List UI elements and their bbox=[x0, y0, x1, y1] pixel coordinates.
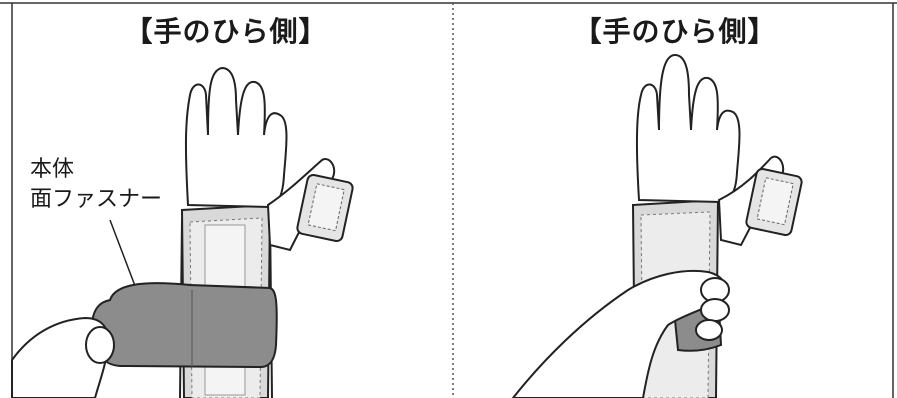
callout-line-1: 本体 bbox=[30, 157, 75, 182]
wrist-brace-illustration-right bbox=[511, 53, 803, 398]
panel-title: 【手のひら側】 bbox=[573, 15, 777, 48]
fastener-strap bbox=[90, 282, 278, 369]
panel-title: 【手のひら側】 bbox=[124, 15, 328, 48]
wrist-brace-illustration-left bbox=[11, 66, 354, 398]
panel-left: 【手のひら側】 本体 面ファスナー bbox=[11, 15, 354, 398]
callout-label: 本体 面ファスナー bbox=[30, 155, 162, 215]
panel-right: 【手のひら側】 bbox=[453, 0, 897, 398]
callout-line-2: 面ファスナー bbox=[30, 187, 163, 212]
